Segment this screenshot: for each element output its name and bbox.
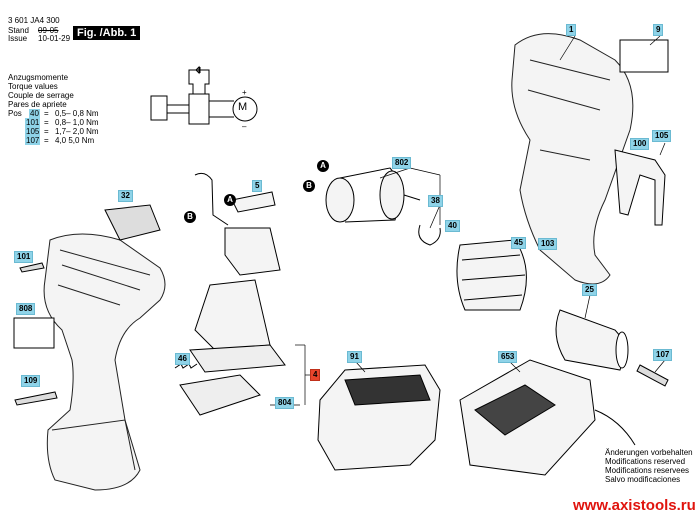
torque-pos: 101 bbox=[25, 118, 41, 127]
torque-value: 0,8– 1,0 Nm bbox=[55, 118, 99, 127]
notice-fr: Modifications reservees bbox=[605, 466, 690, 475]
spring-clip bbox=[418, 224, 441, 246]
electronics-module bbox=[179, 227, 286, 416]
connector-a-marker: A bbox=[224, 194, 236, 206]
part-label-109[interactable]: 109 bbox=[21, 375, 41, 387]
part-label-32[interactable]: 32 bbox=[118, 190, 133, 202]
torque-eq: = bbox=[44, 127, 49, 136]
connector-a-marker: A bbox=[317, 160, 329, 172]
part-label-9[interactable]: 9 bbox=[653, 24, 664, 36]
motor bbox=[325, 167, 421, 223]
torque-pos: 40 bbox=[29, 109, 40, 118]
switch-cover bbox=[231, 191, 276, 213]
issue-label: Issue bbox=[8, 34, 28, 43]
torque-title-de: Anzugsmomente bbox=[8, 73, 69, 82]
part-label-804[interactable]: 804 bbox=[275, 397, 295, 409]
motor-plus: + bbox=[242, 88, 247, 97]
notice-es: Salvo modificaciones bbox=[605, 475, 681, 484]
issue-date: 10-01-29 bbox=[38, 34, 71, 43]
part-label-103[interactable]: 103 bbox=[538, 238, 558, 250]
leader-lines bbox=[270, 35, 666, 406]
housing-right-half bbox=[511, 33, 634, 285]
torque-title-es: Pares de apriete bbox=[8, 100, 67, 109]
belt-clip bbox=[614, 149, 666, 226]
part-label-91[interactable]: 91 bbox=[347, 351, 362, 363]
housing-left-half bbox=[43, 233, 166, 491]
chuck-screw bbox=[636, 364, 669, 387]
torque-value: 0,5– 0,8 Nm bbox=[55, 109, 99, 118]
part-label-38[interactable]: 38 bbox=[428, 195, 443, 207]
connector-b-marker: B bbox=[303, 180, 315, 192]
stand-date: 09-05 bbox=[38, 26, 59, 35]
torque-title-en: Torque values bbox=[8, 82, 58, 91]
torque-value: 4,0 5,0 Nm bbox=[55, 136, 95, 145]
torque-eq: = bbox=[44, 118, 49, 127]
part-label-802[interactable]: 802 bbox=[392, 157, 412, 169]
part-label-1[interactable]: 1 bbox=[566, 24, 577, 36]
part-label-45[interactable]: 45 bbox=[511, 237, 526, 249]
part-label-107[interactable]: 107 bbox=[653, 349, 673, 361]
terminal-cover bbox=[104, 204, 161, 241]
label-plate-9 bbox=[619, 39, 669, 73]
torque-pos: 105 bbox=[25, 127, 41, 136]
part-label-40[interactable]: 40 bbox=[445, 220, 460, 232]
pos-label: Pos bbox=[8, 109, 22, 118]
chuck bbox=[555, 309, 629, 371]
charger bbox=[459, 359, 636, 476]
part-label-808[interactable]: 808 bbox=[16, 303, 36, 315]
battery-pack bbox=[317, 364, 441, 471]
watermark-link[interactable]: www.axistools.ru bbox=[573, 497, 695, 514]
part-label-105[interactable]: 105 bbox=[652, 130, 672, 142]
torque-title-fr: Couple de serrage bbox=[8, 91, 74, 100]
torque-eq: = bbox=[44, 109, 49, 118]
label-plate-808 bbox=[13, 317, 55, 349]
part-label-46[interactable]: 46 bbox=[175, 353, 190, 365]
figure-label: Fig. /Abb. 1 bbox=[73, 26, 141, 40]
bit bbox=[14, 391, 58, 406]
motor-symbol: M bbox=[238, 101, 248, 113]
part-label-100[interactable]: 100 bbox=[630, 138, 650, 150]
torque-eq: = bbox=[44, 136, 49, 145]
gearbox bbox=[456, 239, 527, 311]
part-label-4[interactable]: 4 bbox=[310, 369, 321, 381]
connector-b-marker: B bbox=[184, 211, 196, 223]
circuit-schematic bbox=[150, 65, 258, 125]
screw-101 bbox=[19, 262, 45, 273]
part-label-653[interactable]: 653 bbox=[498, 351, 518, 363]
stand-label: Stand bbox=[8, 26, 29, 35]
notice-en: Modifications reserved bbox=[605, 457, 686, 466]
part-label-5[interactable]: 5 bbox=[252, 180, 263, 192]
part-label-101[interactable]: 101 bbox=[14, 251, 34, 263]
torque-pos: 107 bbox=[25, 136, 41, 145]
torque-value: 1,7– 2,0 Nm bbox=[55, 127, 99, 136]
part-number: 3 601 JA4 300 bbox=[8, 16, 60, 25]
notice-de: Änderungen vorbehalten bbox=[605, 448, 693, 457]
part-label-25[interactable]: 25 bbox=[582, 284, 597, 296]
motor-minus: – bbox=[242, 122, 247, 131]
wire bbox=[194, 172, 229, 226]
